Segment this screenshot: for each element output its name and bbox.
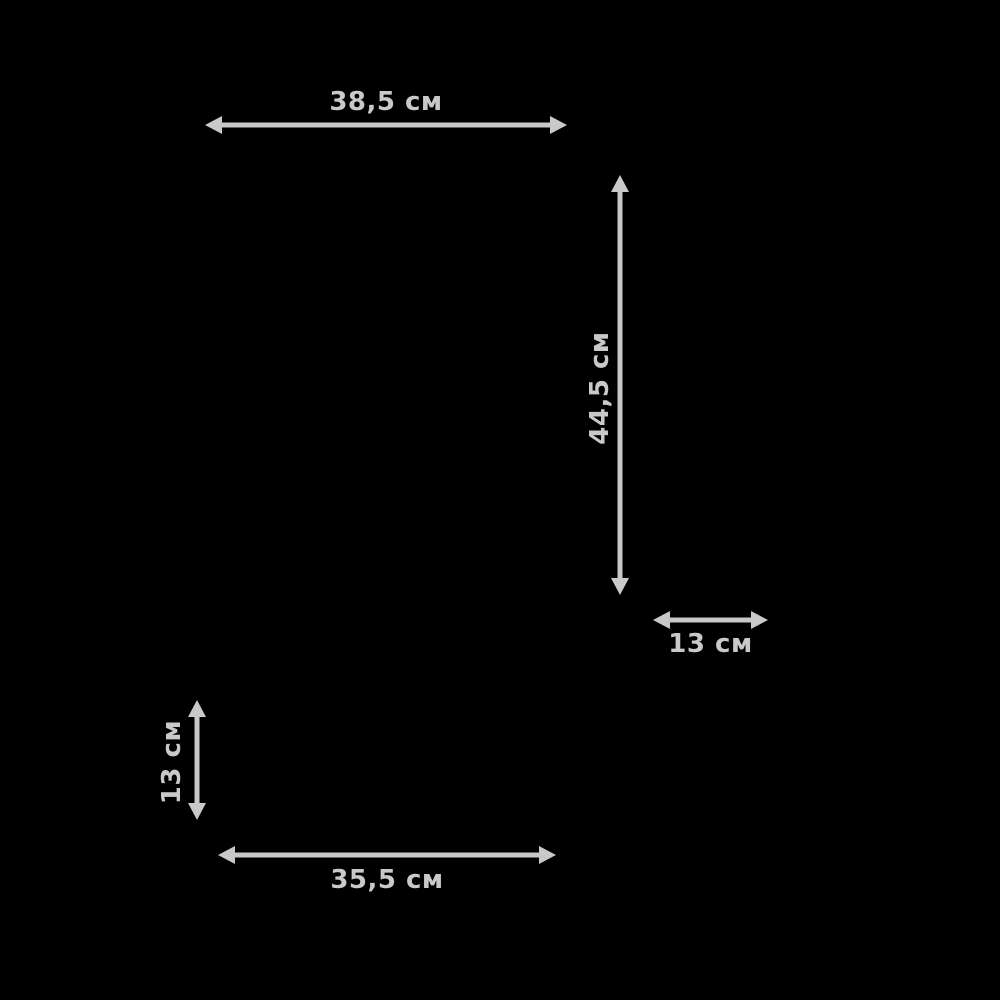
arrowhead-down-icon <box>188 803 206 820</box>
arrowhead-down-icon <box>611 578 629 595</box>
arrowhead-left-icon <box>205 116 222 134</box>
double-arrow-vertical-icon <box>184 700 210 820</box>
arrowhead-up-icon <box>611 175 629 192</box>
double-arrow-horizontal-icon <box>205 112 567 138</box>
arrowhead-right-icon <box>550 116 567 134</box>
arrowhead-right-icon <box>751 611 768 629</box>
dimension-top-width-label: 38,5 см <box>329 87 443 117</box>
arrow-line <box>228 852 546 858</box>
double-arrow-horizontal-icon <box>218 842 556 868</box>
dimension-bottom-width-label: 35,5 см <box>330 865 444 895</box>
double-arrow-horizontal-icon <box>653 607 768 633</box>
arrowhead-right-icon <box>539 846 556 864</box>
arrowhead-up-icon <box>188 700 206 717</box>
dimension-depth-label: 13 см <box>668 629 753 659</box>
arrow-line <box>215 122 557 128</box>
arrow-line <box>617 185 623 585</box>
double-arrow-vertical-icon <box>607 175 633 595</box>
arrow-line <box>663 617 758 623</box>
dimension-base-height-label: 13 см <box>157 719 187 805</box>
arrowhead-left-icon <box>218 846 235 864</box>
arrowhead-left-icon <box>653 611 670 629</box>
arrow-line <box>194 710 200 810</box>
